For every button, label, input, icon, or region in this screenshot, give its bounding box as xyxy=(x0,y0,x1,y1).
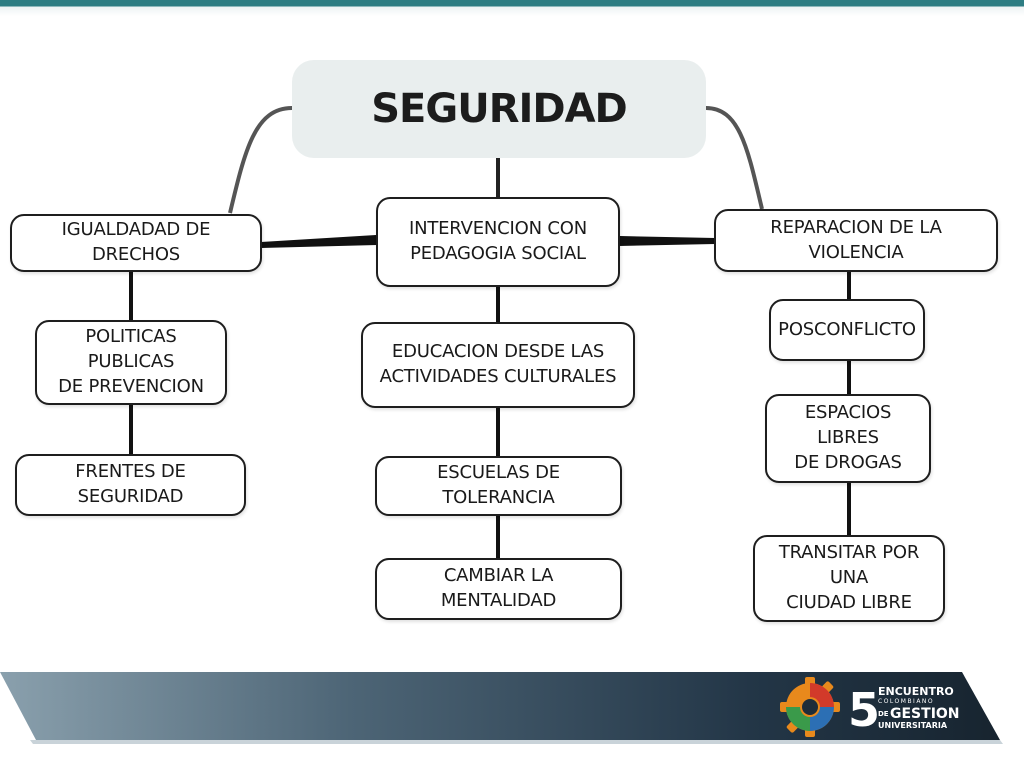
node-escuelas-tolerancia: ESCUELAS DE TOLERANCIA xyxy=(375,456,622,516)
node-label: CAMBIAR LA MENTALIDAD xyxy=(440,565,557,611)
node-label: EDUCACION DESDE LAS ACTIVIDADES CULTURAL… xyxy=(379,341,617,387)
node-label: ESPACIOS LIBRES DE DROGAS xyxy=(794,402,902,473)
node-label: FRENTES DE SEGURIDAD xyxy=(75,461,186,507)
link-center-right xyxy=(619,235,715,247)
node-label: POSCONFLICTO xyxy=(778,318,916,340)
footer-band-shape xyxy=(0,672,1000,740)
node-label: TRANSITAR POR UNA CIUDAD LIBRE xyxy=(778,542,920,613)
node-transitar-ciudad-libre: TRANSITAR POR UNA CIUDAD LIBRE xyxy=(753,535,945,622)
footer-underline xyxy=(30,740,1003,744)
root-node-seguridad: SEGURIDAD xyxy=(292,60,706,158)
node-igualdad-derechos: IGUALDADAD DE DRECHOS xyxy=(10,214,262,272)
top-accent-bar xyxy=(0,0,1024,16)
encuentro-logo: 5 ENCUENTRO COLOMBIANO DE GESTION UNIVER… xyxy=(780,677,960,737)
gear-logo-icon xyxy=(780,677,840,737)
logo-number: 5 xyxy=(848,683,880,737)
node-frentes-seguridad: FRENTES DE SEGURIDAD xyxy=(15,454,246,516)
link-root-left xyxy=(228,106,293,214)
logo-line-gestion: GESTION xyxy=(890,706,960,722)
node-label: INTERVENCION CON PEDAGOGIA SOCIAL xyxy=(408,218,588,264)
node-label: IGUALDADAD DE DRECHOS xyxy=(61,219,211,265)
logo-line-encuentro: ENCUENTRO xyxy=(878,685,954,698)
node-cambiar-mentalidad: CAMBIAR LA MENTALIDAD xyxy=(375,558,622,620)
logo-line-universitaria: UNIVERSITARIA xyxy=(878,721,948,730)
node-educacion-cultural: EDUCACION DESDE LAS ACTIVIDADES CULTURAL… xyxy=(361,322,635,408)
link-center-left xyxy=(261,234,377,249)
node-label: POLITICAS PUBLICAS DE PREVENCION xyxy=(58,326,204,397)
node-posconflicto: POSCONFLICTO xyxy=(769,299,925,361)
node-reparacion-violencia: REPARACION DE LA VIOLENCIA xyxy=(714,209,998,272)
node-politicas-publicas: POLITICAS PUBLICAS DE PREVENCION xyxy=(35,320,227,405)
node-label: REPARACION DE LA VIOLENCIA xyxy=(770,216,942,263)
logo-line-colombiano: COLOMBIANO xyxy=(878,698,934,705)
footer-band xyxy=(0,672,1003,744)
link-root-right xyxy=(705,106,764,210)
node-intervencion-pedagogia: INTERVENCION CON PEDAGOGIA SOCIAL xyxy=(376,197,620,287)
logo-line-de: DE xyxy=(878,710,889,718)
node-espacios-libres-drogas: ESPACIOS LIBRES DE DROGAS xyxy=(765,394,931,483)
node-label: ESCUELAS DE TOLERANCIA xyxy=(437,462,560,508)
